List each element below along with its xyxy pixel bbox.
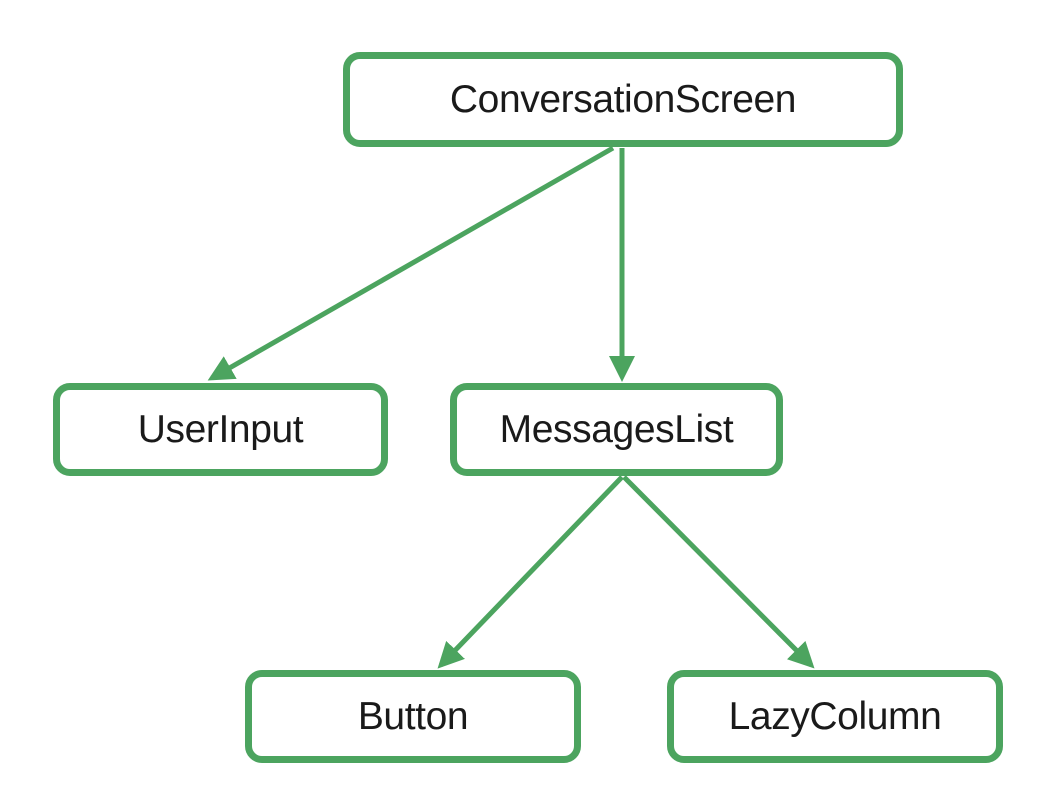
node-label: LazyColumn: [728, 695, 942, 738]
node-lazycolumn[interactable]: LazyColumn: [667, 670, 1003, 763]
edge-conversationscreen-userinput: [207, 145, 615, 381]
node-label: MessagesList: [499, 408, 734, 451]
node-conversationscreen[interactable]: ConversationScreen: [343, 52, 903, 147]
edge-messageslist-button: [437, 475, 624, 669]
node-label: Button: [357, 695, 469, 738]
node-userinput[interactable]: UserInput: [53, 383, 388, 476]
node-label: UserInput: [137, 408, 304, 451]
node-label: ConversationScreen: [449, 78, 797, 121]
node-button[interactable]: Button: [245, 670, 581, 763]
edge-messageslist-lazycolumn: [622, 475, 815, 669]
node-messageslist[interactable]: MessagesList: [450, 383, 783, 476]
